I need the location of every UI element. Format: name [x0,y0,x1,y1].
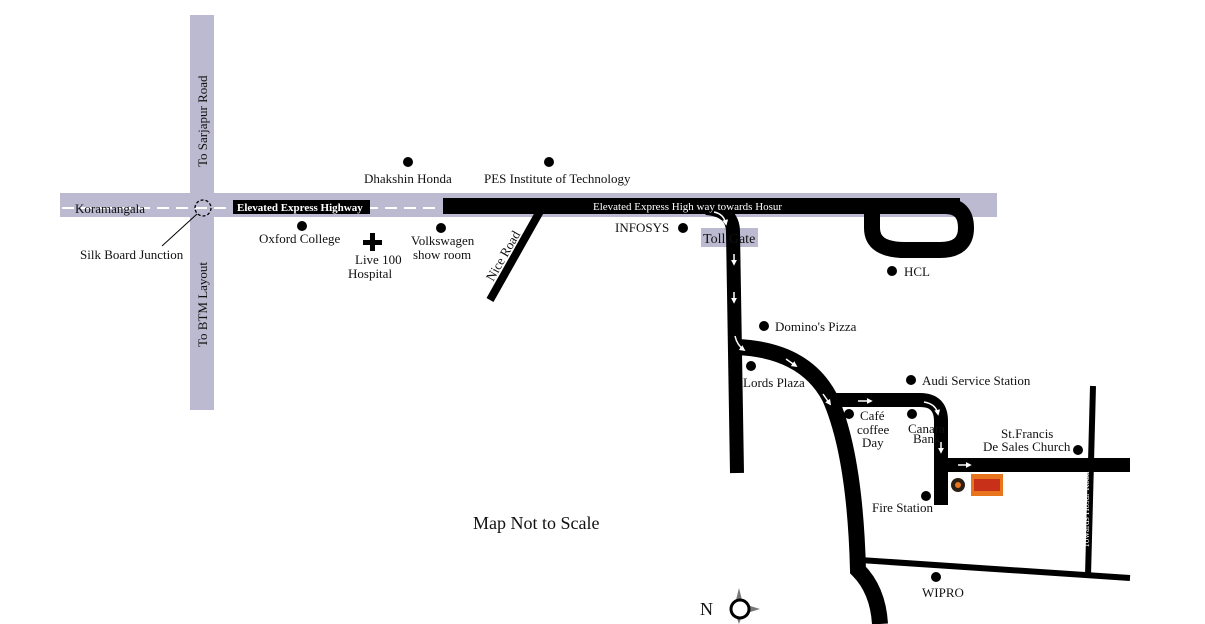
dot-dominos [759,321,769,331]
label-lords: Lords Plaza [743,375,805,390]
direction-arrow-icon [822,393,832,406]
label-stfrancis-1: St.Francis [1001,426,1053,441]
label-stfrancis-2: De Sales Church [983,439,1071,454]
label-hospital-2: Hospital [348,266,392,281]
label-to-btm: To BTM Layout [195,262,210,347]
elevated-highway-label-box [233,200,370,214]
label-silk-board: Silk Board Junction [80,247,184,262]
label-pes: PES Institute of Technology [484,171,631,186]
direction-arrow-icon [713,211,729,226]
label-canara-2: Bank [913,431,941,446]
road-towards-hosur [1085,385,1096,577]
dot-canara [907,409,917,419]
label-elevated-towards-hosur: Elevated Express High way towards Hosur [593,201,782,213]
silk-board-pointer [161,213,198,247]
road-nice-road [486,204,547,302]
road-wipro [859,557,1131,581]
dot-volkswagen [436,223,446,233]
label-canara-1: Canara [908,421,945,436]
label-cafe-3: Day [862,435,884,450]
label-fire: Fire Station [872,500,934,515]
direction-arrows [713,211,972,468]
silk-board-junction-marker [194,199,212,217]
direction-arrow-icon [734,335,746,352]
dot-hcl [887,266,897,276]
label-towards-hosur-road: Towards Hosur Road [1081,471,1091,548]
dot-audi [906,375,916,385]
label-toll-gate: Toll Gate [703,232,755,247]
hospital-cross-icon [363,233,382,251]
label-to-sarjapur: To Sarjapur Road [195,75,210,167]
dot-pes [544,157,554,167]
compass-icon: N [700,588,760,624]
logo-icon [951,474,1003,496]
dot-lords [746,361,756,371]
dot-dhakshin [403,157,413,167]
label-dominos: Domino's Pizza [775,319,857,334]
label-infosys: INFOSYS [615,220,669,235]
label-cafe-1: Café [860,408,885,423]
compass-letter: N [700,599,713,619]
label-hcl: HCL [904,264,930,279]
landmark-dots [297,157,1083,582]
label-volkswagen-2: show room [413,247,471,262]
label-koramangala: Koramangala [75,201,145,216]
dot-wipro [931,572,941,582]
dot-infosys [678,223,688,233]
road-toll-down [705,201,744,474]
dot-cafe [844,409,854,419]
dot-oxford [297,221,307,231]
label-wipro: WIPRO [922,585,964,600]
direction-arrow-icon [785,358,798,368]
black-roads [443,198,1131,624]
label-audi: Audi Service Station [922,373,1031,388]
label-dhakshin: Dhakshin Honda [364,171,452,186]
dot-stfrancis [1073,445,1083,455]
dot-fire [921,491,931,501]
map-labels: Koramangala To Sarjapur Road To BTM Layo… [75,75,1091,600]
map-scale-note: Map Not to Scale [473,513,599,533]
label-oxford: Oxford College [259,231,340,246]
label-hospital-1: Live 100 [355,252,402,267]
road-hcl-loop [864,198,975,258]
road-cafe-branch [832,393,948,505]
label-cafe-2: coffee [857,422,889,437]
direction-arrow-icon [923,401,941,416]
label-volkswagen-1: Volkswagen [411,233,475,248]
label-elevated-highway: Elevated Express Highway [237,202,363,214]
